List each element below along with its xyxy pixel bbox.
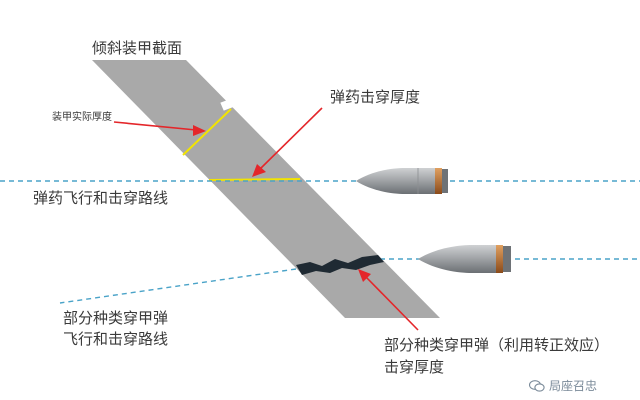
partial-path-label: 部分种类穿甲弹 飞行和击穿路线 [63, 308, 168, 350]
deflected-path-line [59, 268, 297, 304]
armor-plate [92, 60, 440, 318]
arrow-normalize-thickness [358, 269, 419, 331]
arrow-actual-thickness [113, 121, 206, 136]
penetration-thickness-label: 弹药击穿厚度 [330, 88, 421, 106]
normalize-line2: 击穿厚度 [384, 358, 445, 376]
shell-upper [356, 168, 448, 194]
watermark: 局座召忠 [529, 377, 597, 394]
actual-thickness-line [182, 108, 232, 156]
penetration-channel [296, 255, 384, 275]
normalize-label: 部分种类穿甲弹（利用转正效应） 击穿厚度 [384, 334, 609, 378]
partial-path-line2: 飞行和击穿路线 [63, 330, 169, 348]
shell-lower [418, 245, 511, 273]
partial-path-line1: 部分种类穿甲弹 [63, 309, 169, 327]
actual-thickness-label: 装甲实际厚度 [52, 112, 112, 123]
flight-path-label: 弹药飞行和击穿路线 [33, 189, 169, 207]
right-angle-marker [220, 99, 233, 111]
arrow-penetration-thickness [252, 107, 323, 177]
wechat-icon [529, 379, 545, 392]
watermark-text: 局座召忠 [549, 379, 598, 393]
normalize-line1: 部分种类穿甲弹（利用转正效应） [384, 336, 610, 354]
penetration-thickness-line [208, 178, 301, 181]
armor-section-label: 倾斜装甲截面 [92, 39, 183, 57]
